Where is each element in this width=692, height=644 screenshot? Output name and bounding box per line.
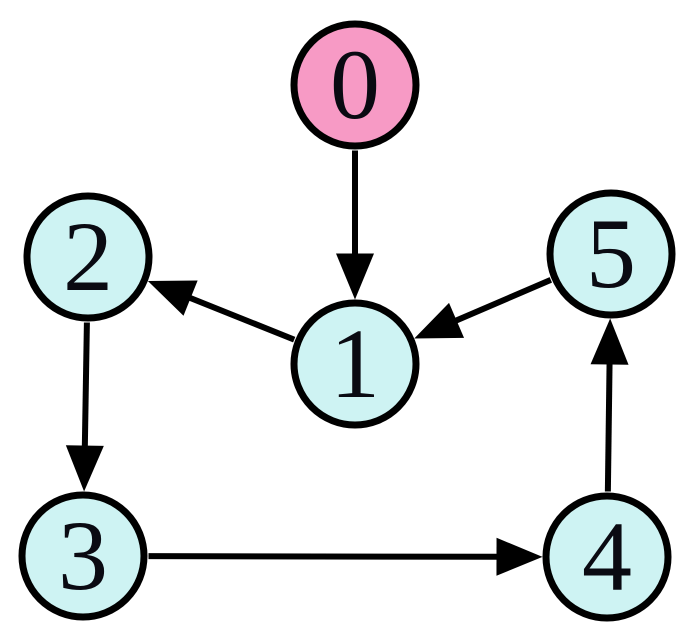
node-label-4: 4 — [582, 501, 632, 612]
edge-5-to-1 — [414, 277, 553, 339]
node-circle-3 — [18, 491, 148, 621]
graph-node-2: 2 — [23, 192, 153, 322]
arrowhead-icon — [147, 280, 198, 316]
node-circle-5 — [546, 189, 676, 319]
edge-line-2-3 — [81, 322, 90, 452]
graph-node-0: 0 — [290, 20, 420, 150]
node-label-1: 1 — [330, 308, 380, 419]
graph-node-5: 5 — [546, 189, 676, 319]
node-circle-2 — [23, 192, 153, 322]
node-circle-4 — [542, 492, 672, 622]
node-label-5: 5 — [586, 198, 636, 309]
graph-node-4: 4 — [542, 492, 672, 622]
arrowhead-icon — [65, 445, 104, 492]
edge-line-5-1 — [449, 277, 553, 326]
edge-2-to-3 — [65, 322, 104, 492]
edge-line-4-5 — [604, 358, 613, 492]
node-circle-0 — [290, 20, 420, 150]
arrowhead-icon — [414, 302, 465, 339]
edge-0-to-1 — [336, 150, 374, 300]
graph-node-3: 3 — [18, 491, 148, 621]
arrowhead-icon — [590, 318, 629, 365]
node-label-0: 0 — [330, 29, 380, 140]
arrowhead-icon — [336, 253, 374, 300]
edge-4-to-5 — [590, 318, 629, 492]
graph-node-1: 1 — [290, 299, 420, 429]
node-circle-1 — [290, 299, 420, 429]
node-label-2: 2 — [63, 201, 113, 312]
edge-line-3-4 — [148, 553, 503, 560]
edge-1-to-2 — [147, 280, 296, 343]
node-label-3: 3 — [58, 500, 108, 611]
edge-3-to-4 — [148, 537, 543, 576]
arrowhead-icon — [496, 537, 543, 576]
edge-line-1-2 — [183, 293, 296, 343]
